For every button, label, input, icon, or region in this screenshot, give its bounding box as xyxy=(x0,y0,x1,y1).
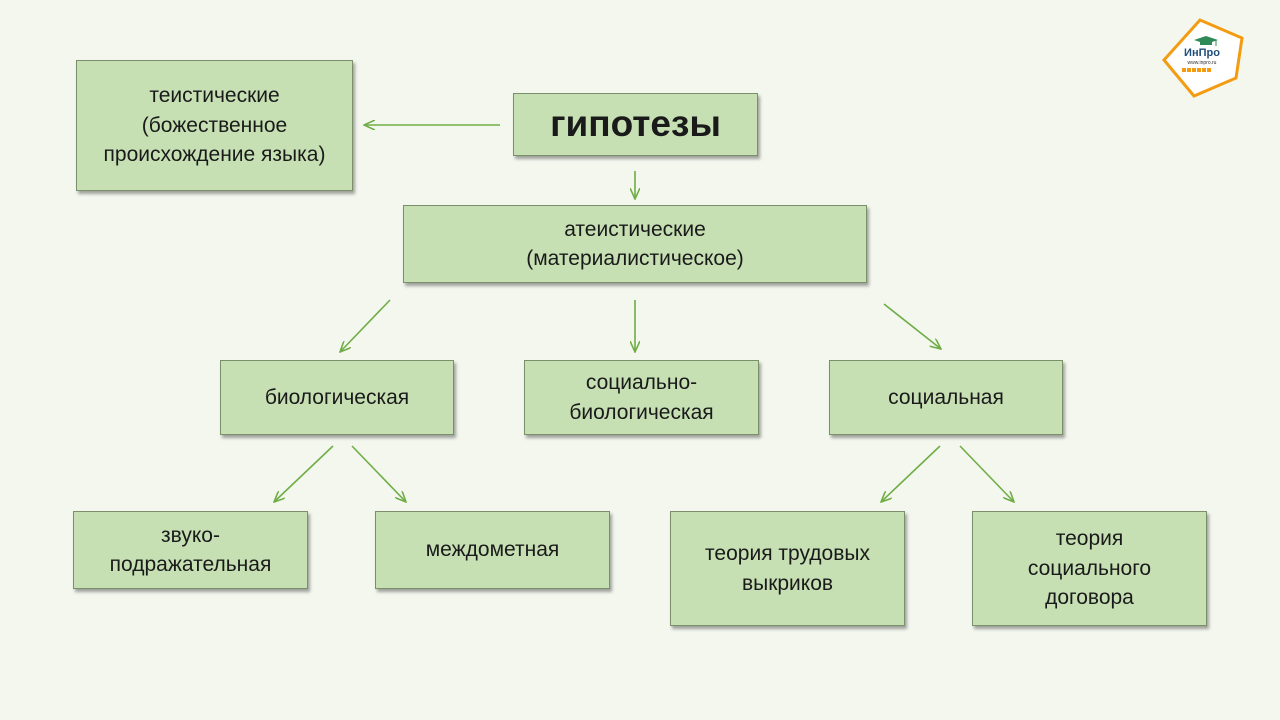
arrow-biological-to-interjectional xyxy=(351,445,406,502)
interjectional-theory-box: междометная xyxy=(375,511,610,589)
labor-cries-theory-box: теория трудовых выкриков xyxy=(670,511,905,626)
hypotheses-title-box: гипотезы xyxy=(513,93,758,156)
atheistic-hypothesis-box: атеистические (материалистическое) xyxy=(403,205,867,283)
arrow-atheistic-to-social xyxy=(883,303,941,349)
graduation-cap-icon xyxy=(1194,36,1218,46)
social-hypothesis-box: социальная xyxy=(829,360,1063,435)
rating-stars-icon xyxy=(1182,68,1211,72)
arrow-social-to-labor-cries xyxy=(881,445,941,502)
arrow-atheistic-to-biological xyxy=(340,299,391,352)
theistic-hypothesis-box: теистические (божественное происхождение… xyxy=(76,60,353,191)
biological-hypothesis-box: биологическая xyxy=(220,360,454,435)
social-contract-theory-box: теория социального договора xyxy=(972,511,1207,626)
inpro-logo: ИнПро www.inpro.ru xyxy=(1156,16,1248,100)
logo-url: www.inpro.ru xyxy=(1188,60,1217,66)
arrow-biological-to-onomatopoeic xyxy=(274,445,334,502)
social-biological-hypothesis-box: социально- биологическая xyxy=(524,360,759,435)
arrow-social-to-social-contract xyxy=(959,445,1014,502)
onomatopoeic-theory-box: звуко- подражательная xyxy=(73,511,308,589)
logo-name: ИнПро xyxy=(1184,47,1220,59)
